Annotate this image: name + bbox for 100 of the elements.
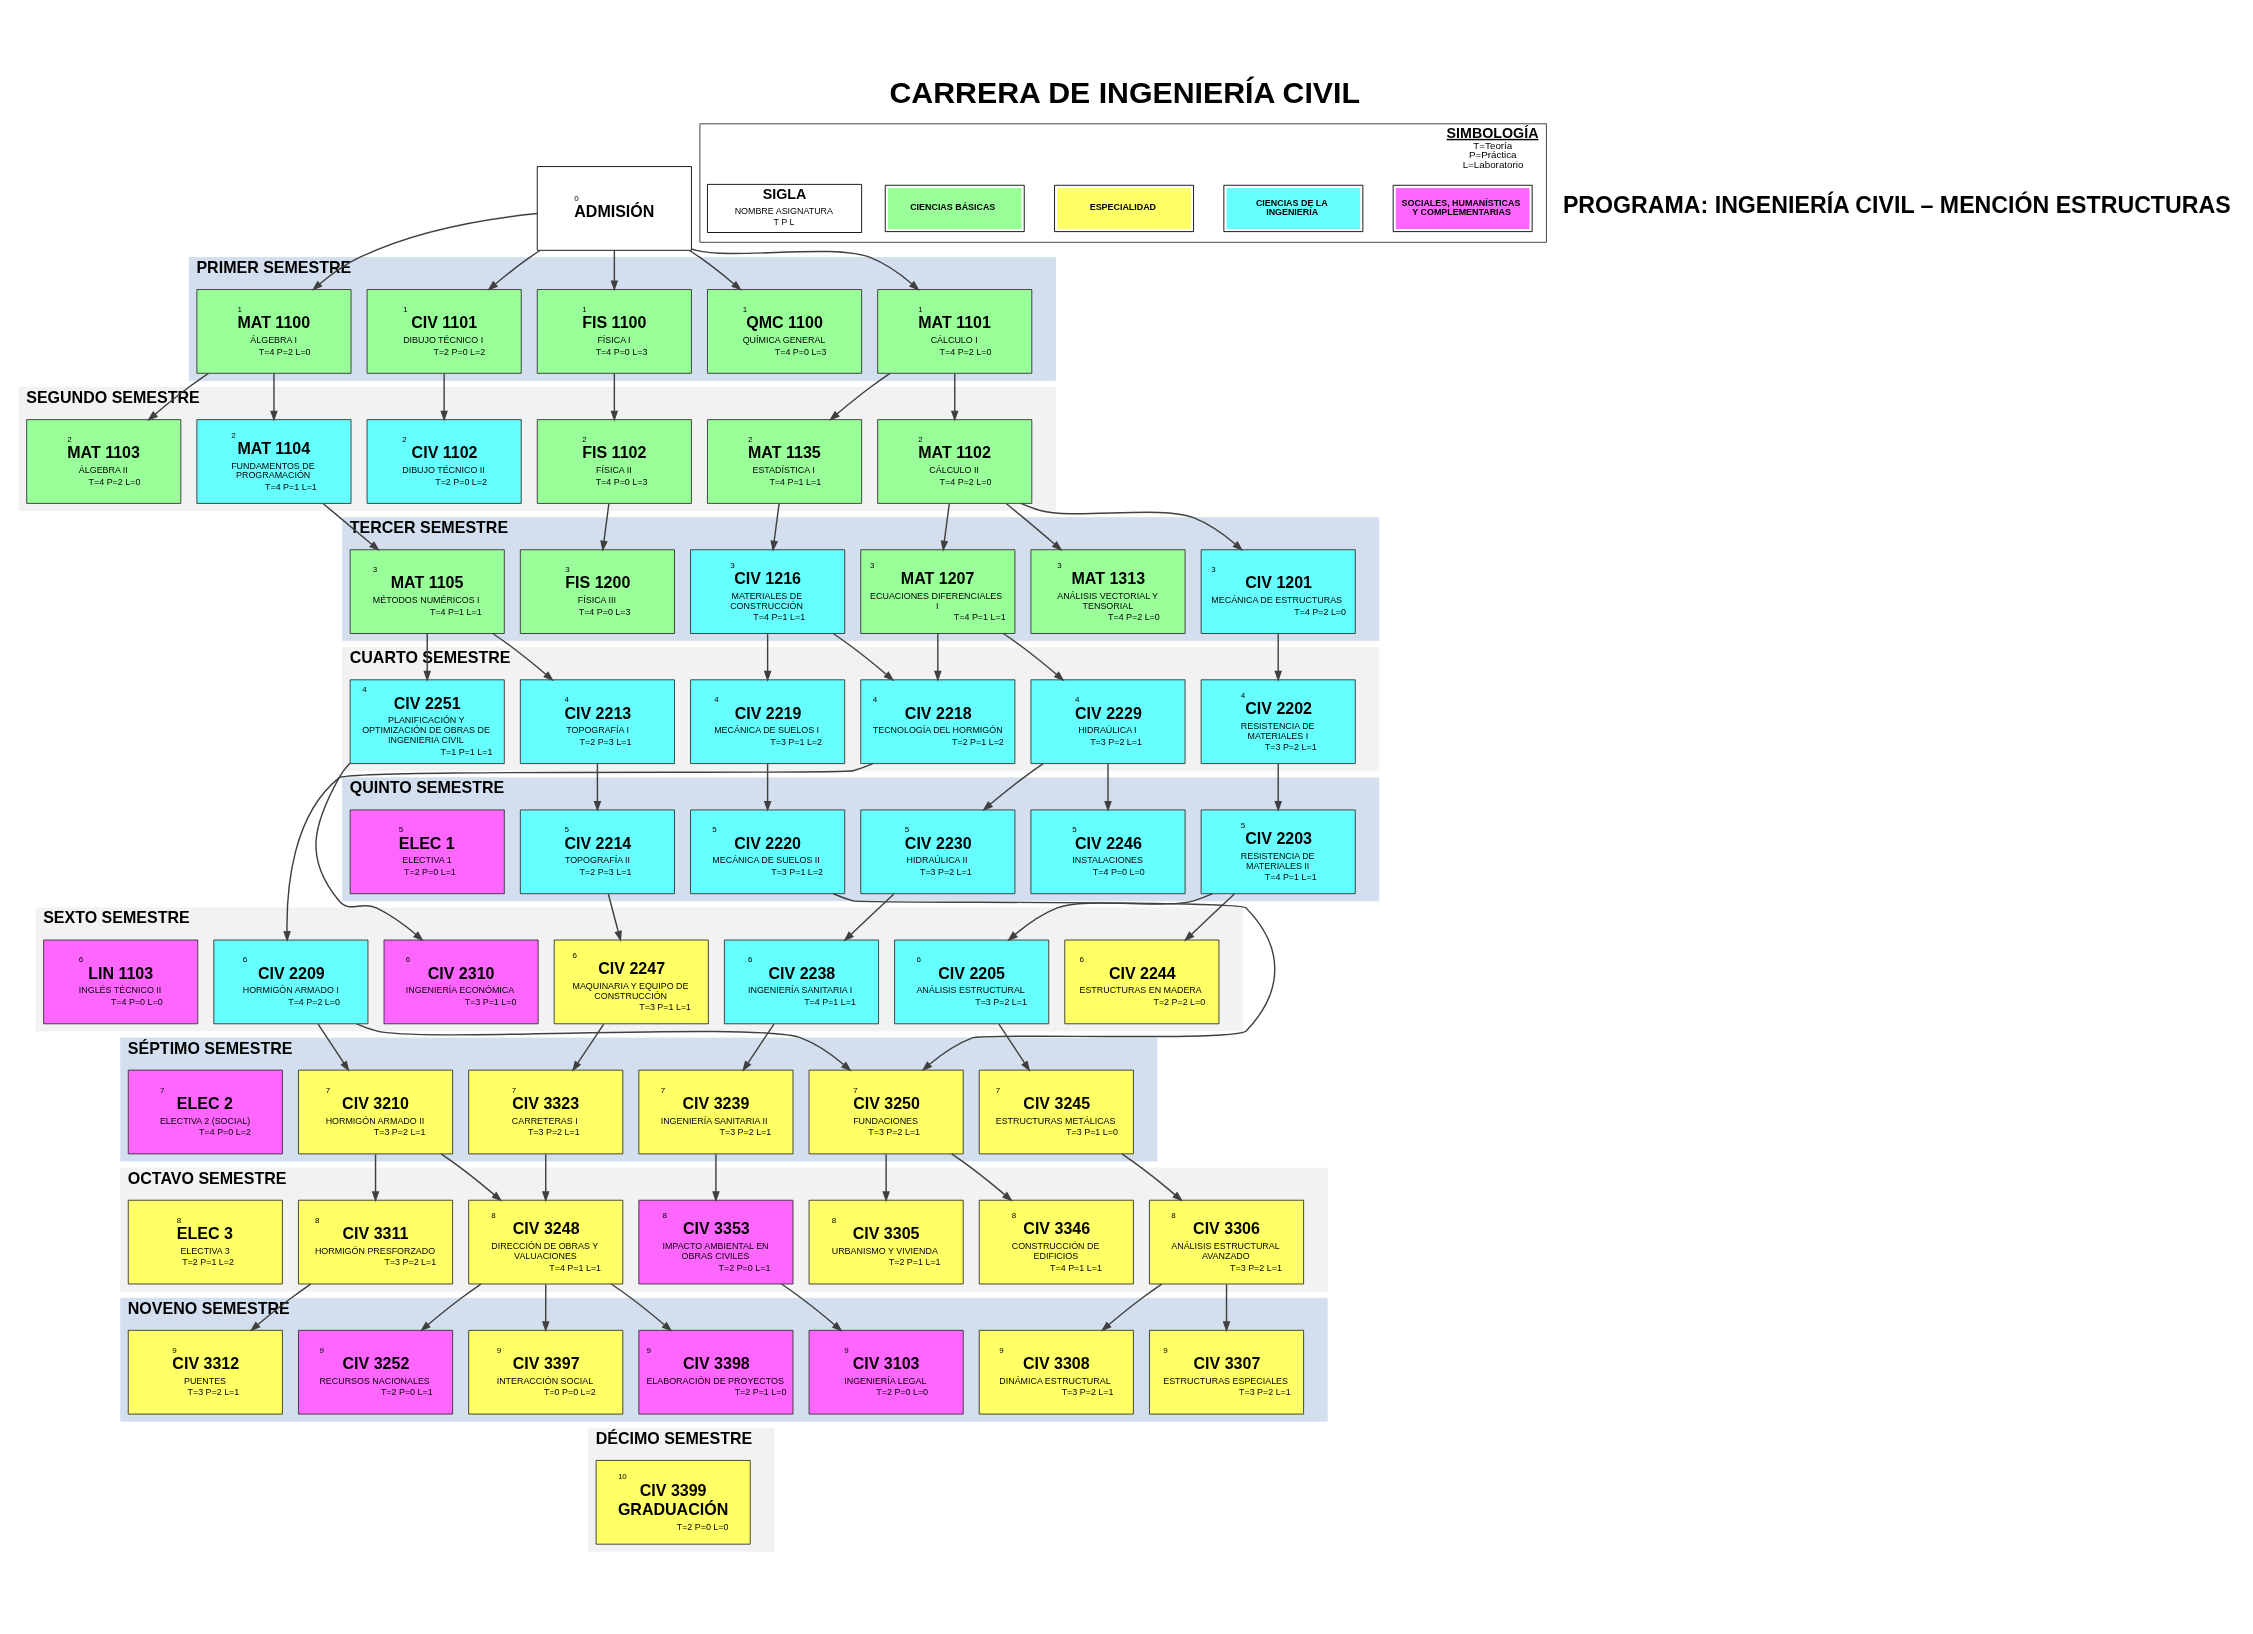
arrow — [322, 502, 380, 551]
node-box: 4 CIV 2229 HIDRAÚLICA I T=3 P=2 L=1 — [1030, 678, 1186, 764]
node-box: 5 CIV 2203 RESISTENCIA DE MATERIALES II T=4 P=1 L=1 — [1200, 809, 1356, 894]
node-box: 8 CIV 3306 ANÁLISIS ESTRUCTURAL AVANZADO T=3 P=2 L=1 — [1149, 1199, 1305, 1284]
node-box: 2 MAT 1102 CÁLCULO II T=4 P=2 L=0 — [877, 418, 1033, 504]
arrow — [1007, 892, 1214, 941]
arrow — [940, 502, 950, 552]
arrow — [1002, 632, 1065, 681]
arrow — [688, 249, 742, 291]
node-box: 9 CIV 3103 INGENIERÍA LEGAL T=2 P=0 L=0 — [808, 1329, 964, 1415]
node-box: 9 CIV 3308 DINÁMICA ESTRUCTURAL T=3 P=2 L=1 — [978, 1329, 1134, 1415]
arrow — [249, 1282, 312, 1331]
arrow — [593, 762, 602, 812]
node-box: 4 CIV 2202 RESISTENCIA DE MATERIALES I T=3 P=2 L=1 — [1200, 678, 1356, 764]
arrow — [1222, 1283, 1231, 1332]
node-box: 8 ELEC 3 ELECTIVA 3 T=2 P=1 L=2 — [127, 1199, 283, 1284]
arrow — [610, 1282, 673, 1332]
label: PROGRAMA: INGENIERÍA CIVIL – MENCIÓN ESTRUCTURAS — [1562, 191, 2231, 218]
arrow — [934, 632, 942, 682]
arrow — [270, 372, 278, 422]
node-box: 1 FIS 1100 FÍSICA I T=4 P=0 L=3 — [536, 288, 692, 374]
arrow — [1020, 502, 1244, 551]
arrow — [492, 632, 554, 681]
arrow — [1104, 762, 1112, 812]
legend-label: SOCIALES, HUMANÍSTICAS Y COMPLEMENTARIAS — [1401, 197, 1521, 217]
node-box: 7 CIV 3323 CARRETERAS I T=3 P=2 L=1 — [468, 1069, 624, 1154]
node-box: 4 CIV 2213 TOPOGRAFÍA I T=2 P=3 L=1 — [519, 678, 675, 764]
arrow — [780, 1282, 843, 1332]
arrow — [607, 892, 622, 942]
node-box: 8 CIV 3305 URBANISMO Y VIVIENDA T=2 P=1 L=1 — [808, 1199, 964, 1284]
node-box: 2 MAT 1135 ESTADÍSTICA I T=4 P=1 L=1 — [707, 418, 863, 504]
node-box: 6 CIV 2238 INGENIERÍA SANITARIA I T=4 P=1 L=1 — [723, 939, 879, 1024]
node-box: 0 ADMISIÓN — [536, 165, 692, 251]
node-box: 9 CIV 3307 ESTRUCTURAS ESPECIALES T=3 P=2 L=1 — [1149, 1329, 1305, 1415]
arrow — [487, 249, 541, 291]
node-box: 3 CIV 1201 MECÁNICA DE ESTRUCTURAS T=4 P=2 L=0 — [1200, 548, 1356, 634]
node-box: 8 CIV 3248 DIRECCIÓN DE OBRAS Y VALUACIONES T=4 P=1 L=1 — [468, 1199, 624, 1284]
arrow — [951, 1152, 1013, 1202]
legend-label: ESPECIALIDAD — [1089, 201, 1157, 212]
node-box: 4 CIV 2251 PLANIFICACIÓN Y OPTIMIZACIÓN DE OBRAS DE INGENIERIA CIVIL T=1 P=1 L=1 — [349, 678, 505, 764]
arrow — [950, 372, 959, 422]
node-box: 3 FIS 1200 FÍSICA III T=4 P=0 L=3 — [519, 548, 675, 634]
arrow — [317, 1022, 350, 1072]
node-box: SIGLA NOMBRE ASIGNATURA T P L — [707, 183, 863, 233]
node-box: 7 CIV 3250 FUNDACIONES T=3 P=2 L=1 — [808, 1069, 964, 1154]
node-box: 3 MAT 1313 ANÁLISIS VECTORIAL Y TENSORIAL T=4 P=2 L=0 — [1030, 548, 1186, 634]
legend-label: CIENCIAS BÁSICAS — [910, 201, 996, 212]
arrow — [832, 632, 895, 681]
arrow — [440, 372, 448, 422]
arrow — [1100, 1282, 1163, 1331]
node-box: 9 CIV 3312 PUENTES T=3 P=2 L=1 — [127, 1329, 283, 1415]
arrow — [371, 1153, 380, 1202]
node-box: 9 CIV 3398 ELABORACIÓN DE PROYECTOS T=2 P=1 L=0 — [638, 1329, 794, 1415]
arrow — [355, 1022, 852, 1072]
arrow — [610, 249, 619, 291]
arrow — [283, 762, 874, 942]
arrow — [420, 1282, 482, 1331]
node-box: 6 CIV 2244 ESTRUCTURAS EN MADERA T=2 P=2 L=0 — [1064, 939, 1220, 1024]
node-box: 6 CIV 2209 HORMIGÓN ARMADO I T=4 P=2 L=0 — [213, 939, 369, 1024]
arrow — [541, 1283, 550, 1332]
node-box: 7 ELEC 2 ELECTIVA 2 (SOCIAL) T=4 P=0 L=2 — [127, 1069, 283, 1154]
arrow — [1121, 1152, 1183, 1202]
arrow — [315, 761, 424, 941]
node-box: 4 CIV 2219 MECÁNICA DE SUELOS I T=3 P=1 L=2 — [690, 678, 846, 764]
node-box: 9 CIV 3397 INTERACCIÓN SOCIAL T=0 P=0 L=2 — [468, 1329, 624, 1415]
arrow — [311, 212, 538, 291]
arrow — [1274, 632, 1282, 682]
arrow — [1005, 502, 1063, 551]
arrow — [541, 1153, 550, 1202]
arrow — [829, 372, 891, 421]
node-box: 1 QMC 1100 QUÍMICA GENERAL T=4 P=0 L=3 — [707, 288, 863, 374]
node-box: 3 MAT 1207 ECUACIONES DIFERENCIALES I T=4 P=1 L=1 — [860, 548, 1016, 634]
node-box: 1 CIV 1101 DIBUJO TÉCNICO I T=2 P=0 L=2 — [366, 288, 522, 374]
node-box: 5 ELEC 1 ELECTIVA 1 T=2 P=0 L=1 — [349, 809, 505, 894]
node-box: 7 CIV 3239 INGENIERÍA SANITARIA II T=3 P=2 L=1 — [638, 1069, 794, 1154]
arrow — [440, 1152, 503, 1202]
arrow — [610, 372, 619, 422]
node-box: 6 CIV 2310 INGENIERÍA ECONÓMICA T=3 P=1 L=0 — [383, 939, 539, 1024]
arrow — [690, 247, 920, 291]
arrow — [572, 1022, 605, 1072]
node-box: 1 MAT 1100 ÁLGEBRA I T=4 P=2 L=0 — [196, 288, 352, 374]
arrow — [982, 762, 1044, 811]
node-box: 2 MAT 1103 ÁLGEBRA II T=4 P=2 L=0 — [26, 418, 182, 504]
node-box: 3 MAT 1105 MÉTODOS NUMÉRICOS I T=4 P=1 L=1 — [349, 548, 505, 634]
node-box: 5 CIV 2220 MECÁNICA DE SUELOS II T=3 P=1 L=2 — [690, 809, 846, 894]
arrow — [763, 632, 772, 682]
node-box: 8 CIV 3311 HORMIGÓN PRESFORZADO T=3 P=2 L=1 — [298, 1199, 454, 1284]
arrow — [742, 1022, 775, 1072]
node-box: 7 CIV 3210 HORMIGÓN ARMADO II T=3 P=2 L=1 — [298, 1069, 454, 1154]
arrow — [600, 502, 610, 552]
node-box: 2 MAT 1104 FUNDAMENTOS DE PROGRAMACIÓN T=4 P=1 L=1 — [196, 418, 352, 504]
diagram-title: CARRERA DE INGENIERÍA CIVIL — [889, 75, 1360, 109]
node-box: 6 CIV 2205 ANÁLISIS ESTRUCTURAL T=3 P=2 L=1 — [894, 939, 1050, 1024]
node-box: 5 CIV 2246 INSTALACIONES T=4 P=0 L=0 — [1030, 809, 1186, 894]
node-box: 10 CIV 3399 GRADUACIÓN T=2 P=0 L=0 — [595, 1459, 751, 1545]
arrow — [770, 502, 780, 552]
node-box: 2 FIS 1102 FÍSICA II T=4 P=0 L=3 — [536, 418, 692, 504]
arrow — [843, 892, 895, 941]
arrow — [882, 1153, 890, 1202]
node-box: 7 CIV 3245 ESTRUCTURAS METÁLICAS T=3 P=1 L=0 — [978, 1069, 1134, 1154]
